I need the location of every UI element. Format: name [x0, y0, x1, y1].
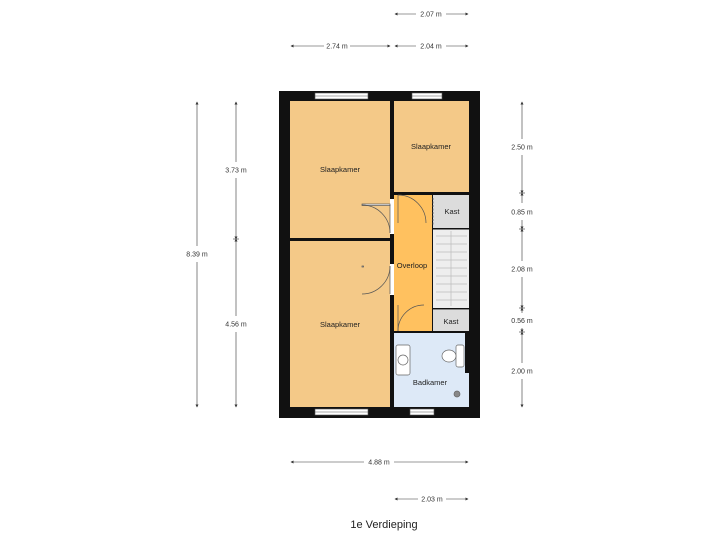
- closet-top: [433, 195, 469, 228]
- stair-treads: [436, 231, 467, 306]
- label-bathroom: Badkamer: [413, 378, 448, 387]
- label-bedroom-top-right: Slaapkamer: [411, 142, 452, 151]
- label-closet-top: Kast: [444, 207, 460, 216]
- windows: [314, 92, 443, 416]
- dim-right-3: 2.08 m: [511, 267, 533, 274]
- floor-title: 1e Verdieping: [350, 519, 417, 531]
- bedroom-top-right: [394, 101, 469, 192]
- closet-bottom: [433, 310, 469, 331]
- dimension-ticks: [233, 192, 525, 333]
- bathroom-fixtures: [395, 344, 465, 398]
- dim-bottom-right-width: 2.03 m: [421, 497, 443, 504]
- bedroom-top-left: [290, 101, 390, 238]
- dim-right-5: 2.00 m: [511, 369, 533, 376]
- dim-right-2: 0.85 m: [511, 210, 533, 217]
- label-bedroom-bottom-left: Slaapkamer: [320, 320, 361, 329]
- dim-top-mid-width: 2.04 m: [420, 44, 442, 51]
- dim-left-total-height: 8.39 m: [186, 252, 208, 259]
- dim-left-lower-height: 4.56 m: [225, 322, 247, 329]
- dim-right-4: 0.56 m: [511, 318, 533, 325]
- dim-top-right-width: 2.07 m: [420, 12, 442, 19]
- doors: [361, 194, 434, 332]
- dimension-lines: [195, 12, 524, 501]
- label-bedroom-top-left: Slaapkamer: [320, 165, 361, 174]
- bedroom-bottom-left: [290, 241, 390, 407]
- outer-walls: [279, 91, 480, 418]
- interior-walls: [290, 101, 469, 407]
- label-closet-bottom: Kast: [443, 317, 459, 326]
- label-landing: Overloop: [397, 261, 427, 270]
- dim-left-upper-height: 3.73 m: [225, 168, 247, 175]
- dim-top-left-width: 2.74 m: [326, 44, 348, 51]
- dim-right-1: 2.50 m: [511, 145, 533, 152]
- dim-bottom-total-width: 4.88 m: [368, 460, 390, 467]
